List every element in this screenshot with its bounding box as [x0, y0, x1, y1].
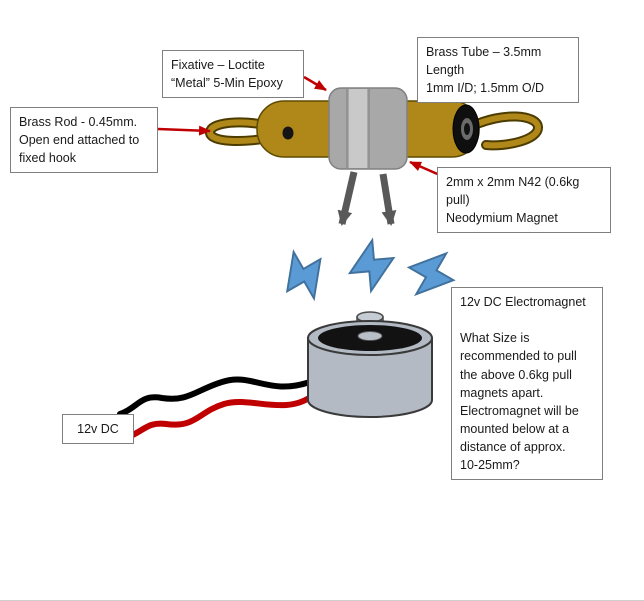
rod-hole-icon [282, 126, 294, 140]
callout-brass-tube: Brass Tube – 3.5mm Length 1mm I/D; 1.5mm… [417, 37, 579, 104]
callout-fixative: Fixative – Loctite “Metal” 5-Min Epoxy [162, 50, 304, 99]
callout-electromagnet: 12v DC Electromagnet What Size is recomm… [451, 287, 603, 481]
wire-black [117, 376, 313, 417]
callout-magnet: 2mm x 2mm N42 (0.6kg pull) Neodymium Mag… [437, 167, 611, 234]
tube-end-opening-icon [452, 104, 480, 154]
callout-brass-rod: Brass Rod - 0.45mm. Open end attached to… [10, 107, 158, 174]
wire-red [121, 393, 315, 441]
lightning-bolt-icon-left [285, 249, 322, 302]
callout-power: 12v DC [62, 414, 134, 445]
down-arrow-icon-right [379, 173, 397, 226]
lightning-bolt-icon-right [406, 251, 456, 297]
down-arrow-icon-left [337, 171, 358, 226]
electromagnet-top [307, 320, 433, 356]
electromagnet-body [307, 337, 433, 418]
red-arrow-magnet [409, 160, 443, 178]
right-hook-shape [465, 111, 543, 151]
red-arrow-fixative [303, 75, 327, 92]
red-arrow-brass-rod [157, 125, 211, 136]
epoxy-band-shape [328, 87, 408, 170]
lightning-bolt-icon-middle [347, 237, 396, 294]
